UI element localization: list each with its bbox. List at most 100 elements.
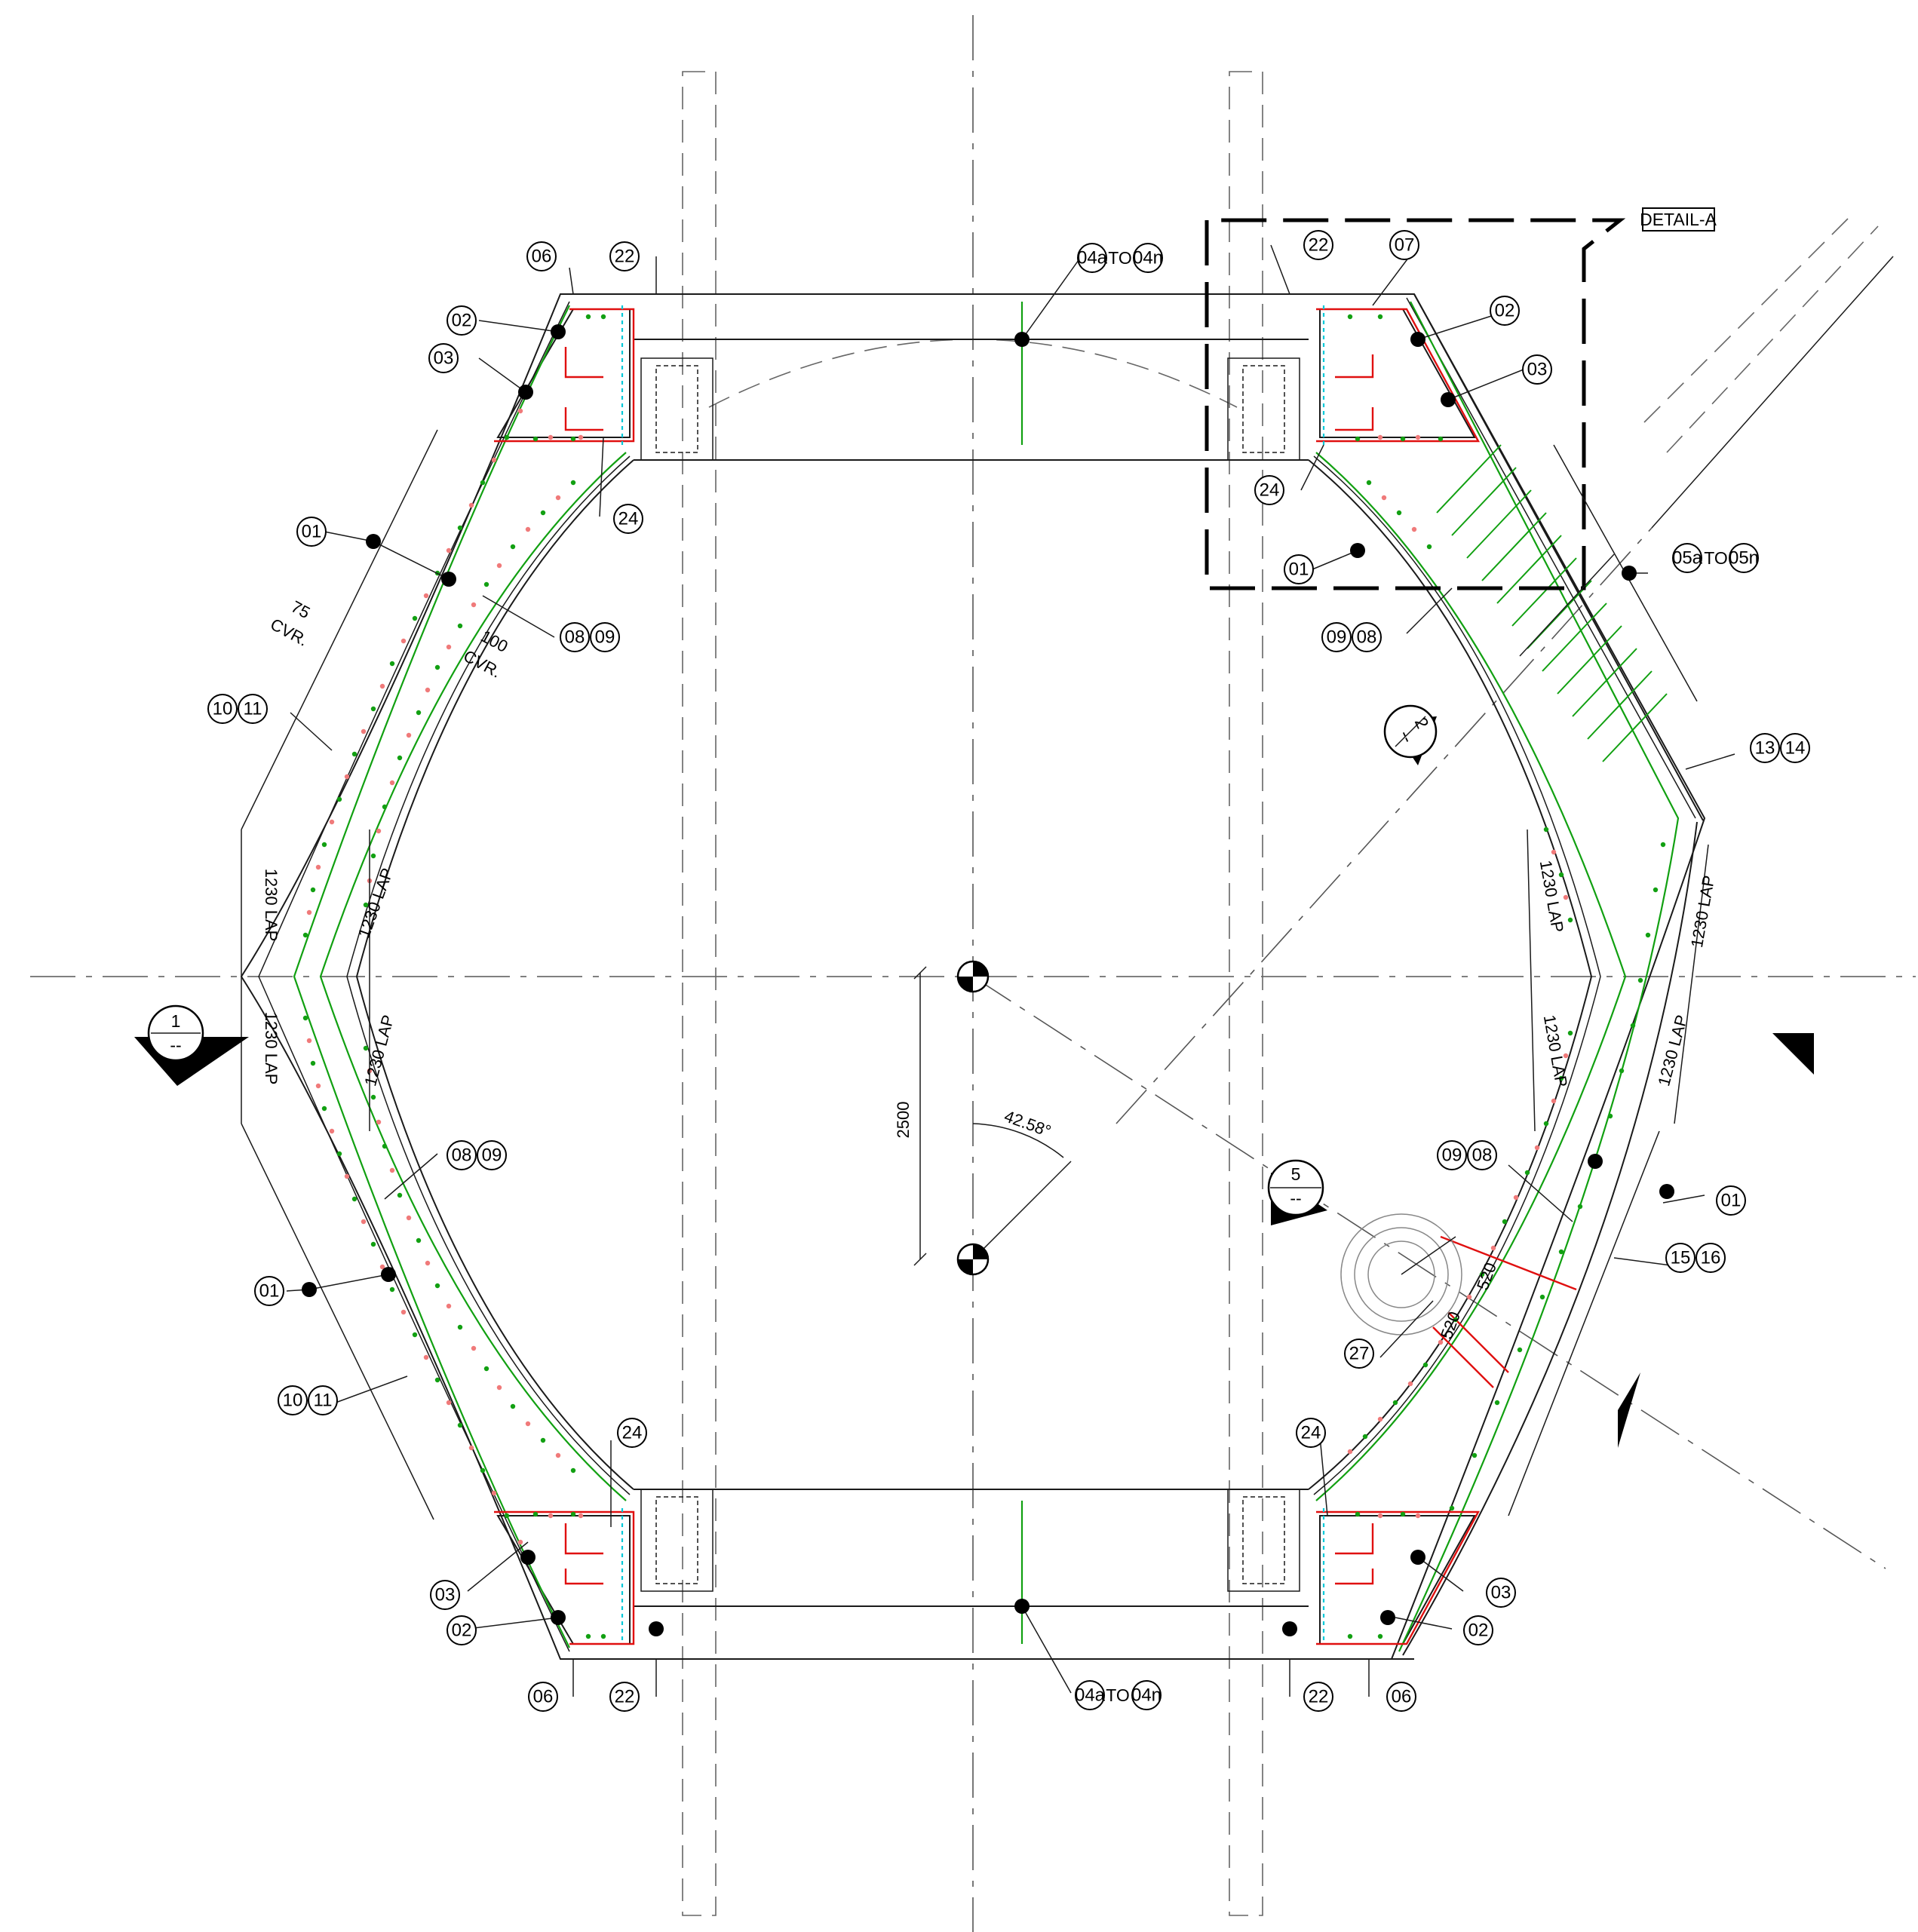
tag-09-left-lower: 09 — [477, 1140, 507, 1170]
tag-number: 24 — [1301, 1423, 1321, 1443]
lap-right-upper-outer: 1230 LAP — [1687, 874, 1718, 949]
hidden-columns — [682, 71, 1879, 1916]
tag-bubble — [207, 694, 238, 724]
tag-22-top-right: 22 — [1303, 230, 1333, 260]
tag-number: 24 — [622, 1423, 643, 1443]
lap-right-lower-outer: 1230 LAP — [1654, 1013, 1691, 1088]
section-marker-2: 2 -- — [1383, 704, 1438, 765]
opening-dimension-b: 520 — [1437, 1309, 1464, 1342]
tag-03-bottom-left: 03 — [430, 1580, 460, 1610]
tag-number: 04n — [1131, 1685, 1162, 1706]
tag-number: 15 — [1671, 1248, 1691, 1268]
tag-22-top-left: 22 — [609, 241, 640, 271]
tag-bubble — [308, 1385, 338, 1415]
tag-number: 13 — [1755, 738, 1775, 759]
tag-number: 11 — [314, 1391, 333, 1411]
detail-a-label: DETAIL-A — [1640, 210, 1717, 229]
tag-number: 02 — [1495, 301, 1515, 321]
tag-05a: 05a — [1672, 543, 1703, 573]
tag-24-top-left: 24 — [613, 504, 643, 534]
tag-03-top-right: 03 — [1522, 354, 1552, 385]
tag-number: 22 — [1309, 1687, 1329, 1707]
lap-right-upper-inner: 1230 LAP — [1536, 859, 1567, 934]
tag-number: 08 — [452, 1145, 472, 1166]
lap-right-lower-inner: 1230 LAP — [1540, 1014, 1571, 1089]
tag-bubble — [609, 241, 640, 271]
cyan-bars — [621, 305, 1325, 1644]
tag-04n-top: 04n — [1133, 243, 1163, 273]
lap-left-upper-inner: 1230 LAP — [354, 866, 397, 940]
tag-10-left-lower: 10 — [278, 1385, 308, 1415]
tag-22-bottom-left: 22 — [609, 1682, 640, 1712]
tag-number: 01 — [1721, 1191, 1742, 1211]
tag-bubble — [1750, 733, 1780, 763]
tag-bubble — [526, 241, 557, 271]
tag-05n: 05n — [1729, 543, 1759, 573]
tag-number: 02 — [452, 1621, 472, 1641]
tag-bubble — [1665, 1243, 1696, 1273]
tag-03-top-left: 03 — [428, 343, 459, 373]
tag-10-left-upper: 10 — [207, 694, 238, 724]
main-reinforcement — [293, 301, 1680, 1652]
tag-number: 03 — [435, 1585, 456, 1605]
tag-06-bottom-left: 06 — [528, 1682, 558, 1712]
tag-bubble — [528, 1682, 558, 1712]
tag-02-bottom-left: 02 — [447, 1615, 477, 1645]
tag-number: 08 — [565, 627, 585, 648]
tag-02-top-right: 02 — [1490, 296, 1520, 326]
offset-dimension: 2500 — [894, 1102, 913, 1139]
tag-number: 01 — [1289, 560, 1309, 580]
tag-number: 05n — [1729, 548, 1759, 569]
tag-bubble — [1386, 1682, 1416, 1712]
tag-number: 24 — [618, 509, 639, 529]
tag-01-right-lower: 01 — [1716, 1185, 1746, 1216]
tag-number: 06 — [532, 247, 552, 267]
tag-bubble — [1780, 733, 1810, 763]
tag-bubble — [447, 1140, 477, 1170]
tag-bubble — [254, 1276, 284, 1306]
tag-number: 05a — [1672, 548, 1703, 569]
tag-08-left-upper: 08 — [560, 622, 590, 652]
lap-left-lower-outer: 1230 LAP — [262, 1012, 281, 1085]
cut-arrows — [1618, 1033, 1814, 1448]
leaders — [286, 244, 1735, 1697]
tag-number: 24 — [1260, 480, 1280, 501]
tag-number: 06 — [533, 1687, 554, 1707]
tag-number: 09 — [1327, 627, 1347, 648]
tag-bubble — [1463, 1615, 1493, 1645]
tag-bubble — [1284, 554, 1314, 584]
tag-bubble — [590, 622, 620, 652]
tag-08-left-lower: 08 — [447, 1140, 477, 1170]
tag-bubble — [278, 1385, 308, 1415]
tag-bubble — [1077, 243, 1107, 273]
tag-number: 08 — [1357, 627, 1377, 648]
tag-number: 27 — [1349, 1344, 1370, 1364]
tag-bubble — [617, 1418, 647, 1448]
tag-27: 27 — [1344, 1339, 1374, 1369]
tag-04a-bottom: 04a — [1075, 1680, 1106, 1710]
tag-16: 16 — [1696, 1243, 1726, 1273]
tag-11-left-lower: 11 — [308, 1385, 338, 1415]
section-5-number: 5 — [1291, 1164, 1301, 1184]
tag-number: 14 — [1785, 738, 1806, 759]
tag-bubble — [1075, 1680, 1105, 1710]
tag-bubble — [1486, 1578, 1516, 1608]
tag-bubble — [560, 622, 590, 652]
tag-bubble — [1131, 1680, 1162, 1710]
tag-01-left-upper: 01 — [296, 517, 327, 547]
section-marker-5: 5 -- — [1267, 1159, 1327, 1225]
cover-outer-value: 75 — [288, 597, 313, 623]
tag-number: 04n — [1133, 248, 1163, 268]
tag-bubble — [1522, 354, 1552, 385]
tag-number: 03 — [1527, 360, 1548, 380]
bar-mark-points — [302, 324, 1674, 1636]
tag-bubble — [1321, 622, 1352, 652]
tag-08-right-lower: 08 — [1467, 1140, 1497, 1170]
tag-bubble — [1716, 1185, 1746, 1216]
tag-13: 13 — [1750, 733, 1780, 763]
tag-bubble — [1467, 1140, 1497, 1170]
tag-07-top-right: 07 — [1389, 230, 1419, 260]
tag-01-top-right: 01 — [1284, 554, 1314, 584]
tag-number: 09 — [482, 1145, 502, 1166]
